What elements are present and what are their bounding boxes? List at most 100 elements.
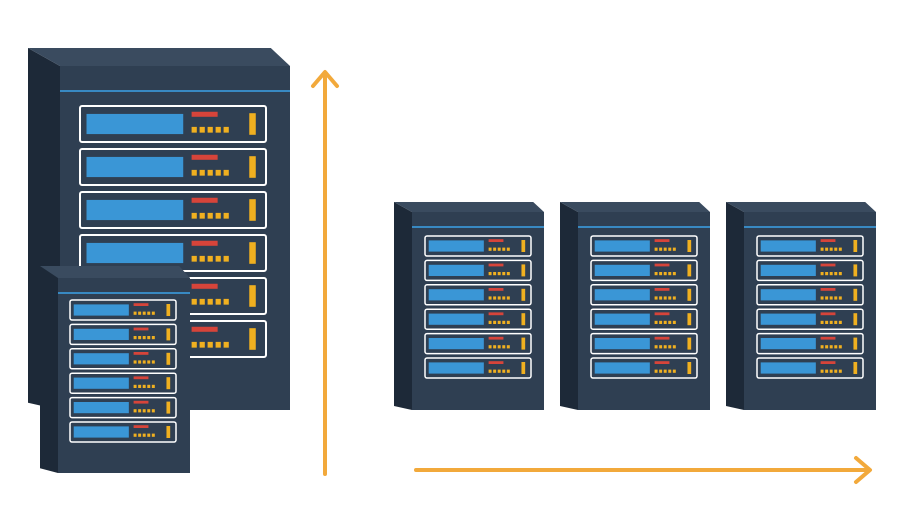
cabinet-accent-line [60,90,290,92]
yellow-status-light [191,255,197,262]
drive-bay [69,348,177,370]
yellow-status-light [151,360,155,364]
yellow-status-light [215,126,221,133]
yellow-status-light [663,320,667,324]
red-indicator-light [133,352,149,355]
yellow-status-light [654,247,658,251]
power-indicator-light [521,264,526,277]
yellow-status-light [207,341,213,348]
yellow-status-light [215,212,221,219]
yellow-status-light [147,384,151,388]
yellow-status-light [488,296,492,300]
power-indicator-light [249,199,256,221]
yellow-status-light [138,384,142,388]
power-indicator-light [249,156,256,178]
power-indicator-light [687,288,692,301]
drive-bay [424,235,532,257]
server-3 [726,202,876,410]
power-indicator-light [166,401,171,414]
yellow-status-light [506,369,510,373]
yellow-status-light [191,126,197,133]
small-server [40,266,190,473]
power-indicator-light [166,377,171,390]
bay-display [594,338,650,350]
yellow-status-light [207,298,213,305]
cabinet-accent-line [412,226,544,228]
bay-display [594,264,650,276]
bay-display [760,289,816,301]
yellow-status-light [215,169,221,176]
yellow-status-light [654,272,658,276]
yellow-status-light [207,212,213,219]
power-indicator-light [249,113,256,135]
red-indicator-light [488,263,504,267]
bay-display [86,199,184,221]
cabinet-top-panel [394,202,544,212]
yellow-status-light [659,296,663,300]
red-indicator-light [820,361,836,364]
yellow-status-light [825,247,829,251]
power-indicator-light [249,242,256,264]
yellow-status-light [654,320,658,324]
yellow-status-light [668,345,672,349]
bay-display [73,328,129,340]
yellow-status-light [668,296,672,300]
yellow-status-light [493,272,497,276]
yellow-status-light [668,247,672,251]
red-indicator-light [191,154,218,160]
red-indicator-light [654,336,670,340]
bay-display [428,264,484,276]
red-indicator-light [191,326,218,332]
drive-bay [79,234,267,272]
yellow-status-light [834,272,838,276]
horizontal-scaling-group [394,202,876,484]
yellow-status-light [138,336,142,340]
cabinet-side-panel [394,202,412,410]
bay-display [73,402,129,414]
drive-bay [756,259,864,282]
yellow-status-light [147,409,151,413]
yellow-status-light [829,345,833,349]
power-indicator-light [853,264,858,277]
yellow-status-light [668,272,672,276]
yellow-status-light [207,255,213,262]
bay-display [73,304,129,316]
bay-display [86,242,184,264]
yellow-status-light [493,369,497,373]
yellow-status-light [654,296,658,300]
yellow-status-light [838,247,842,251]
arrow-right-icon [414,456,872,484]
drive-bay [424,332,532,355]
yellow-status-light [142,336,146,340]
yellow-status-light [820,345,824,349]
server-1 [394,202,544,410]
yellow-status-light [668,369,672,373]
bay-display [428,362,484,374]
red-indicator-light [191,240,218,246]
red-indicator-light [654,288,670,291]
drive-bay [590,235,698,257]
cabinet-top-panel [726,202,876,212]
red-indicator-light [488,361,504,364]
yellow-status-light [825,369,829,373]
yellow-status-light [223,169,229,176]
cabinet-top-panel [560,202,710,212]
yellow-status-light [654,345,658,349]
yellow-status-light [672,369,676,373]
yellow-status-light [506,296,510,300]
yellow-status-light [493,345,497,349]
drive-bay [590,357,698,379]
drive-bay [79,191,267,229]
power-indicator-light [687,313,692,326]
yellow-status-light [502,369,506,373]
yellow-status-light [133,409,137,413]
red-indicator-light [654,239,670,242]
power-indicator-light [687,264,692,277]
bay-display [73,377,129,389]
yellow-status-light [147,360,151,364]
yellow-status-light [497,272,501,276]
yellow-status-light [133,360,137,364]
yellow-status-light [151,311,155,315]
yellow-status-light [133,311,137,315]
yellow-status-light [215,341,221,348]
